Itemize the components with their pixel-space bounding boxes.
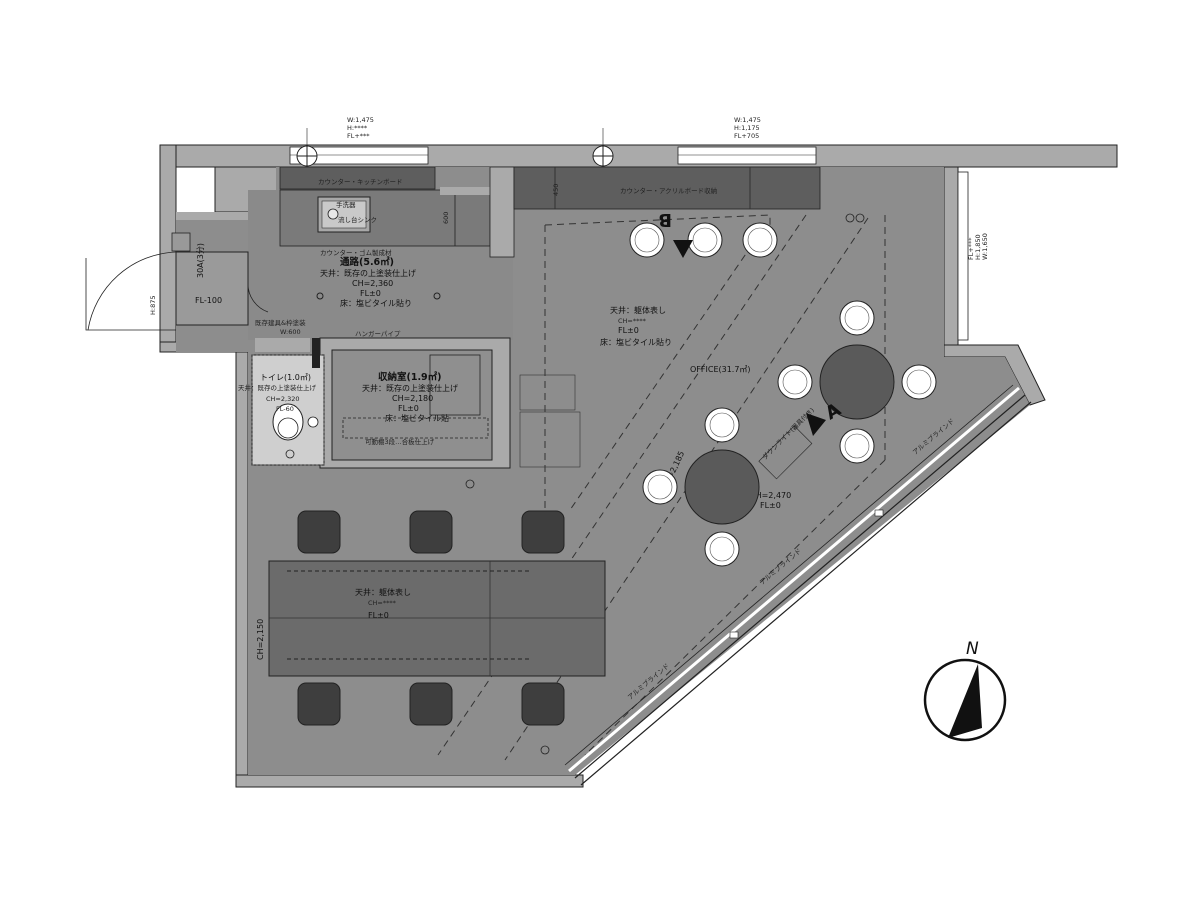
meeting-area: 天井：躯体表し CH=**** FL±0 CH=2,150 bbox=[256, 560, 606, 677]
office-name: OFFICE(31.7㎡) bbox=[690, 365, 751, 374]
ceiling-fixtures bbox=[285, 213, 865, 755]
window3-w: W:1,650 bbox=[981, 233, 989, 260]
counter-top-label: カウンター・キッチンボード bbox=[318, 177, 403, 186]
round-tables bbox=[684, 344, 895, 525]
entry-breaker-label: 30A(3分) bbox=[196, 243, 205, 278]
existing-door-label: 既存建具&枠塗装 bbox=[255, 318, 306, 327]
section-b-arrow bbox=[673, 240, 693, 258]
toilet-name: トイレ(1.0㎡) bbox=[260, 373, 311, 382]
hanger-pipe-label: ハンガーパイプ bbox=[355, 329, 401, 338]
kitchen-counter: カウンター・キッチンボード 手洗器 流し台シンク カウンター・ゴム製成材 600 bbox=[279, 166, 515, 258]
corridor-ch: CH=2,360 bbox=[352, 279, 393, 288]
corridor-room: 通路(5.6㎡) 天井：既存の上塗装仕上げ CH=2,360 FL±0 床：塩ビ… bbox=[255, 256, 441, 336]
office-ch: CH=**** bbox=[618, 317, 647, 325]
window2-h: H:1,175 bbox=[734, 124, 760, 132]
office-ch2470: CH=2,470 bbox=[750, 491, 791, 500]
window2-w: W:1,475 bbox=[734, 116, 761, 124]
corridor-name: 通路(5.6㎡) bbox=[340, 256, 394, 268]
stool bbox=[297, 682, 341, 726]
storage-name: 収納室(1.9㎡) bbox=[378, 371, 442, 383]
toilet-fl: FL-60 bbox=[276, 405, 294, 413]
stools bbox=[297, 510, 565, 726]
corridor-fl: FL±0 bbox=[360, 289, 381, 298]
meeting-fl: FL±0 bbox=[368, 611, 389, 620]
storage-note: 可動棚3段…合板仕上げ bbox=[365, 437, 435, 446]
office-floor: 床：塩ビタイル貼り bbox=[600, 337, 672, 347]
storage-fl: FL±0 bbox=[398, 404, 419, 413]
entry-door-label: H:875 bbox=[149, 296, 157, 315]
counter-right-label: カウンター・アクリルボード収納 bbox=[620, 186, 717, 195]
door-width-label: W:600 bbox=[280, 328, 301, 336]
section-b-label: B bbox=[658, 209, 672, 230]
office-fl-small: FL±0 bbox=[760, 501, 781, 510]
window1-fl: FL+*** bbox=[347, 132, 370, 140]
corridor-ceiling: 天井：既存の上塗装仕上げ bbox=[320, 268, 416, 278]
storage-ceiling: 天井：既存の上塗装仕上げ bbox=[362, 383, 458, 393]
stool bbox=[409, 682, 453, 726]
window3-fl: FL+*** bbox=[967, 237, 975, 260]
dim-600-label: 600 bbox=[442, 212, 450, 224]
entry-fl-label: FL-100 bbox=[195, 296, 222, 305]
storage-floor: 床：塩ビタイル貼 bbox=[385, 413, 449, 423]
compass-n-label: N bbox=[966, 639, 979, 659]
stool bbox=[521, 510, 565, 554]
stool bbox=[521, 682, 565, 726]
north-compass: N bbox=[923, 639, 1007, 742]
window1-w: W:1,475 bbox=[347, 116, 374, 124]
round-table-2 bbox=[684, 449, 760, 525]
north-windows: W:1,475 H:**** FL+*** W:1,475 H:1,175 FL… bbox=[289, 116, 817, 167]
meeting-ch2150: CH=2,150 bbox=[256, 619, 265, 660]
counter-material-label: カウンター・ゴム製成材 bbox=[320, 248, 392, 257]
compass-needle bbox=[948, 664, 982, 738]
sink-shinku-label: 流し台シンク bbox=[338, 215, 377, 224]
sink-label: 手洗器 bbox=[336, 200, 356, 209]
stool bbox=[297, 510, 341, 554]
toilet-ceiling: 天井：既存の上塗装仕上げ bbox=[238, 383, 317, 392]
storage-ch: CH=2,180 bbox=[392, 394, 433, 403]
meeting-ch: CH=**** bbox=[368, 599, 397, 607]
north-counter: カウンター・アクリルボード収納 450 bbox=[513, 166, 821, 210]
corridor-floor: 床：塩ビタイル貼り bbox=[340, 298, 412, 308]
east-window-labels: W:1,650 H:1,850 FL+*** bbox=[967, 233, 989, 260]
round-table-1 bbox=[819, 344, 895, 420]
meeting-ceiling: 天井：躯体表し bbox=[355, 587, 411, 597]
section-a-arrow bbox=[806, 413, 826, 436]
toilet-room: トイレ(1.0㎡) 天井：既存の上塗装仕上げ CH=2,320 FL-60 bbox=[238, 338, 325, 466]
toilet-ch: CH=2,320 bbox=[266, 395, 299, 403]
dim-450-label: 450 bbox=[552, 184, 560, 196]
office-ceiling: 天井：躯体表し bbox=[610, 305, 666, 315]
office-fl: FL±0 bbox=[618, 326, 639, 335]
window1-h: H:**** bbox=[347, 124, 368, 132]
storage-room: ハンガーパイプ 収納室(1.9㎡) 天井：既存の上塗装仕上げ CH=2,180 … bbox=[319, 329, 511, 469]
window3-h: H:1,850 bbox=[974, 234, 982, 260]
meeting-table bbox=[268, 560, 606, 677]
entry-area: FL-100 30A(3分) H:875 bbox=[85, 232, 269, 331]
chair-inner-rings bbox=[634, 227, 932, 562]
window2-fl: FL+705 bbox=[734, 132, 759, 140]
stool bbox=[409, 510, 453, 554]
